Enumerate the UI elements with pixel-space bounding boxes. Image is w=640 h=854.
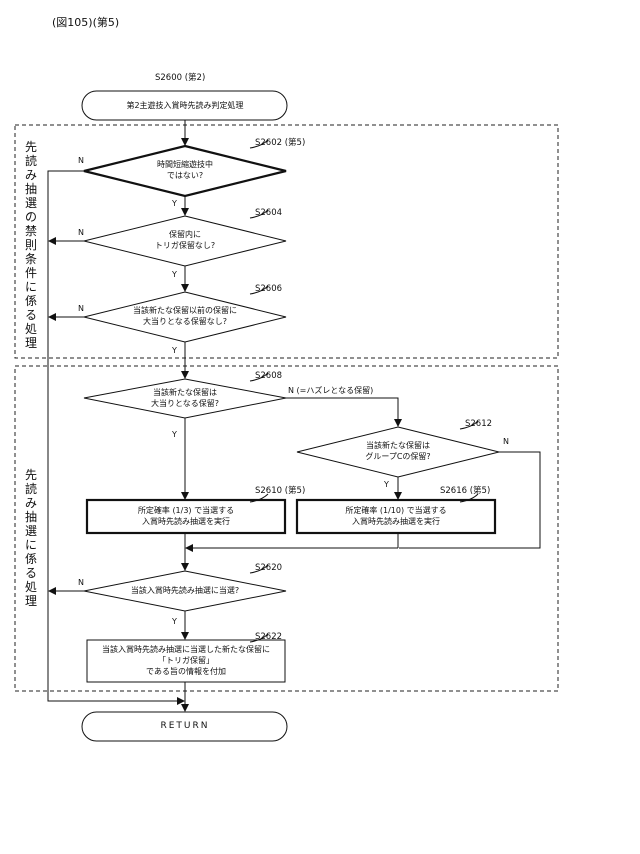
process-s2610-line1: 所定確率 (1/3) で当選する	[138, 506, 234, 516]
step-label-s2600: S2600 (第2)	[155, 73, 205, 83]
step-label-s2606: S2606	[255, 284, 282, 294]
process-s2622-line3: である旨の情報を付加	[146, 667, 226, 677]
decision-s2612-line2: グループCの保留?	[365, 452, 430, 462]
edge-label-y-s2620: Y	[172, 617, 177, 627]
step-label-s2620: S2620	[255, 563, 282, 573]
process-s2610-line2: 入賞時先読み抽選を実行	[142, 517, 230, 527]
step-label-s2622: S2622	[255, 632, 282, 642]
step-label-s2602: S2602 (第5)	[255, 138, 305, 148]
group-label-prohibition: 先読み抽選の禁則条件に係る処理	[24, 140, 38, 350]
flow-lines	[48, 120, 540, 711]
decision-s2606-line2: 大当りとなる保留なし?	[143, 317, 227, 327]
edge-label-n-s2606: N	[78, 304, 84, 314]
edge-label-y-s2608: Y	[172, 430, 177, 440]
decision-s2602-line2: ではない?	[167, 171, 203, 181]
group-label-lottery: 先読み抽選に係る処理	[24, 468, 38, 608]
decision-s2608-line2: 大当りとなる保留?	[151, 399, 219, 409]
start-terminal-text: 第2主遊技入賞時先読み判定処理	[126, 101, 243, 111]
step-label-s2608: S2608	[255, 371, 282, 381]
decision-s2608-line1: 当該新たな保留は	[153, 388, 217, 398]
edge-label-n-s2602: N	[78, 156, 84, 166]
edge-label-y-s2604: Y	[172, 270, 177, 280]
return-terminal-text: RETURN	[160, 721, 209, 731]
edge-label-n-s2608: N (=ハズレとなる保留)	[288, 386, 373, 396]
decision-s2606-line1: 当該新たな保留以前の保留に	[133, 306, 237, 316]
decision-s2604-line2: トリガ保留なし?	[155, 241, 215, 251]
process-s2622-line1: 当該入賞時先読み抽選に当選した新たな保留に	[102, 645, 270, 655]
process-s2616-line2: 入賞時先読み抽選を実行	[352, 517, 440, 527]
step-label-s2616: S2616 (第5)	[440, 486, 490, 496]
figure-label: (図105)(第5)	[52, 16, 119, 29]
edge-label-y-s2602: Y	[172, 199, 177, 209]
process-s2616-line1: 所定確率 (1/10) で当選する	[345, 506, 446, 516]
edge-label-n-s2612: N	[503, 437, 509, 447]
decision-s2612-line1: 当該新たな保留は	[366, 441, 430, 451]
edge-label-y-s2606: Y	[172, 346, 177, 356]
decision-s2602-line1: 時間短縮遊技中	[157, 160, 213, 170]
edge-label-y-s2612: Y	[384, 480, 389, 490]
step-label-s2604: S2604	[255, 208, 282, 218]
step-label-s2610: S2610 (第5)	[255, 486, 305, 496]
decision-s2604-line1: 保留内に	[169, 230, 201, 240]
decision-s2620-text: 当該入賞時先読み抽選に当選?	[131, 586, 239, 596]
edge-label-n-s2620: N	[78, 578, 84, 588]
step-label-s2612: S2612	[465, 419, 492, 429]
edge-label-n-s2604: N	[78, 228, 84, 238]
process-s2622-line2: 「トリガ保留」	[158, 656, 214, 666]
